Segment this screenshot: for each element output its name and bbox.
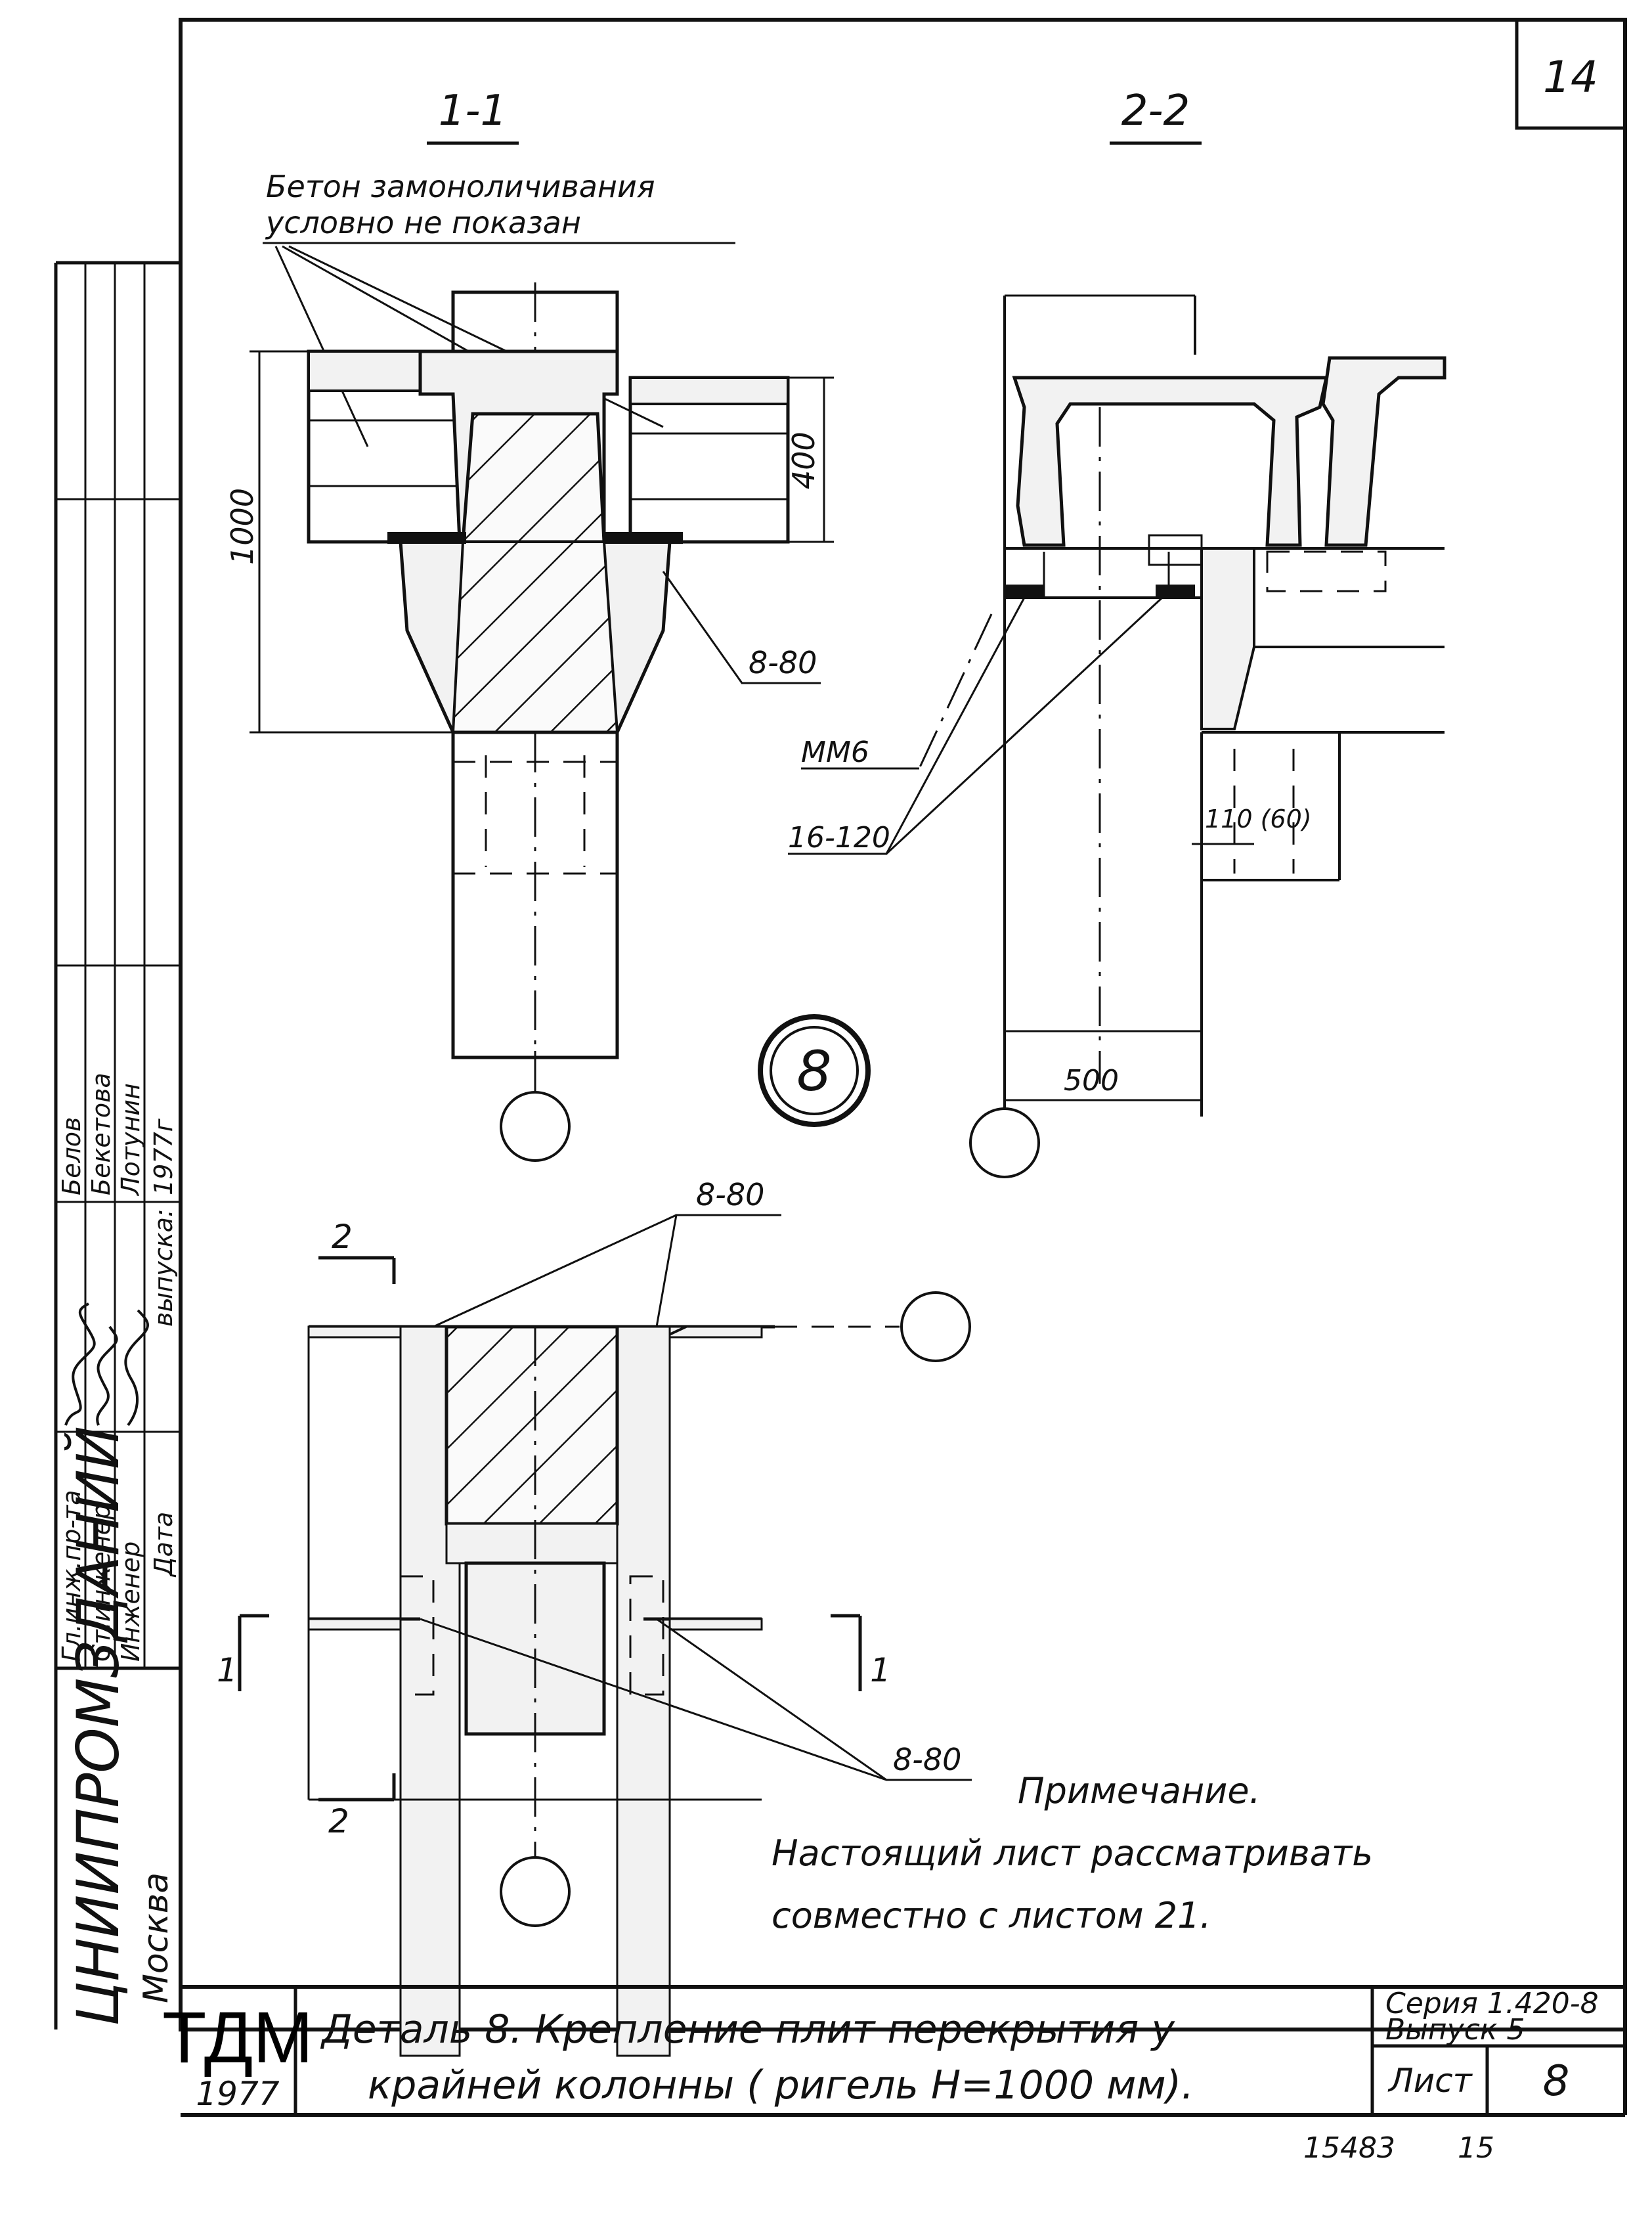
stamp-org: ЦНИИПРОМЗДАНИЙ: [64, 1426, 132, 2026]
tdm-year: 1977: [196, 2075, 279, 2113]
sheet-label: Лист: [1387, 2062, 1473, 2100]
weld-label-plan-bottom: 8-80: [893, 1742, 961, 1777]
sheet-number-box: 14: [1515, 18, 1627, 130]
cut-2-bottom: 2: [328, 1802, 349, 1840]
sheet-number: 14: [1543, 52, 1598, 102]
stamp-role-2: Инженер: [116, 1542, 145, 1662]
stamp-name-2: Лотунин: [116, 1083, 145, 1197]
stamp-name-1: Бекетова: [87, 1073, 116, 1195]
sheet-value: 8: [1543, 2057, 1570, 2106]
dim-110: 110 (60): [1205, 805, 1312, 833]
signature-0: [64, 1302, 96, 1426]
sheet-frame: [179, 18, 1627, 2031]
detail-marker: 8: [758, 1014, 871, 1127]
signature-1: [96, 1325, 118, 1426]
axis-marker-3: [900, 1291, 971, 1362]
tdm-logo: ТДМ: [162, 1997, 313, 2078]
stamp-column: Гл.инж.пр-та Ст.инженер Инженер Дата вып…: [54, 261, 181, 2029]
plan-drawing: 2 2 1 1 8-80 8-80: [217, 1177, 972, 2057]
weld-label-plan-top: 8-80: [696, 1177, 764, 1212]
stamp-role-0: Гл.инж.пр-та: [57, 1490, 86, 1662]
remark-line2: совместно с листом 21.: [772, 1895, 1211, 1936]
section-1-title: 1-1: [439, 87, 508, 135]
axis-marker-4: [500, 1856, 571, 1927]
stamp-name-3: 1977г: [149, 1118, 178, 1195]
sheet-title-line2: крайней колонны ( ригель Н=1000 мм).: [368, 2062, 1194, 2108]
stamp-role-1: Ст.инженер: [87, 1504, 116, 1662]
stamp-city: Москва: [137, 1873, 176, 2003]
stamp-date-label: выпуска:: [149, 1209, 178, 1327]
dim-400: 400: [786, 432, 821, 489]
section-2-2-drawing: 500 110 (60) ММ6 16-120: [788, 294, 1446, 1178]
dim-1000: 1000: [225, 488, 260, 565]
section-2-title: 2-2: [1121, 87, 1190, 135]
axis-marker-2: [969, 1107, 1040, 1178]
cut-1-left: 1: [217, 1651, 238, 1689]
title-block: ТДМ 1977 Деталь 8. Крепление плит перекр…: [162, 1985, 1627, 2117]
stamp-name-0: Белов: [57, 1117, 86, 1195]
series-line1: Серия 1.420-8: [1385, 1987, 1599, 2020]
cut-2-top: 2: [332, 1218, 353, 1256]
remark-title: Примечание.: [1018, 1770, 1261, 1811]
note-concrete-line2: условно не показан: [265, 205, 581, 240]
stamp-role-3: Дата: [149, 1512, 178, 1578]
weld-label-16-120: 16-120: [788, 821, 890, 854]
remark-line1: Настоящий лист рассматривать: [772, 1832, 1373, 1874]
signature-2: [124, 1309, 149, 1427]
section-1-1-drawing: 1000 400 8-80: [225, 282, 834, 1162]
footer-right: 15: [1458, 2131, 1494, 2165]
note-concrete-line1: Бетон замоноличивания: [266, 169, 655, 204]
weld-label-1: 8-80: [749, 645, 817, 680]
detail-number: 8: [796, 1039, 831, 1103]
footer-left: 15483: [1303, 2131, 1395, 2165]
cut-1-right: 1: [870, 1651, 891, 1689]
dim-500: 500: [1064, 1064, 1119, 1098]
axis-marker-1: [500, 1091, 571, 1162]
series-line2: Выпуск 5: [1385, 2013, 1525, 2047]
mark-mm6: ММ6: [801, 736, 869, 769]
sheet-title-line1: Деталь 8. Крепление плит перекрытия у: [320, 2007, 1175, 2052]
